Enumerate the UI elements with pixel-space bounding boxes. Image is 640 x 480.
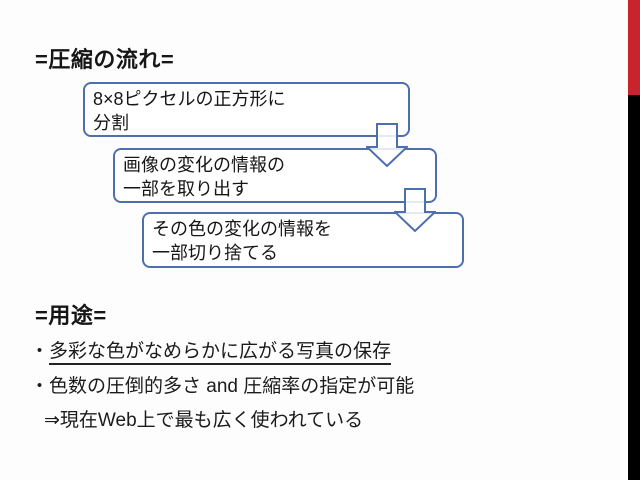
flow-box-split: 8×8ピクセルの正方形に 分割	[83, 82, 410, 137]
usage-section-title: =用途=	[35, 303, 107, 328]
down-arrow-icon	[394, 188, 436, 232]
flow-box-extract-line2: 一部を取り出す	[123, 179, 249, 199]
flow-box-discard-line2: 一部切り捨てる	[152, 243, 278, 263]
bullet-text: 多彩な色がなめらかに広がる写真の保存	[49, 341, 392, 365]
flow-box-split-line2: 分割	[93, 113, 129, 133]
right-accent-bar-red	[628, 0, 640, 95]
slide-title: =圧縮の流れ=	[35, 47, 175, 72]
bullet-text: 現在Web上で最も広く使われている	[59, 410, 364, 431]
flow-box-split-line1: 8×8ピクセルの正方形に	[93, 89, 286, 109]
down-arrow-icon	[366, 123, 408, 167]
right-accent-bar-black	[628, 0, 640, 480]
flow-box-discard-line1: その色の変化の情報を	[152, 219, 332, 239]
flow-box-extract-line1: 画像の変化の情報の	[123, 155, 285, 175]
bullet-marker: ・	[30, 376, 50, 397]
arrow-marker: ⇒	[44, 410, 60, 431]
usage-bullet-photo: ・多彩な色がなめらかに広がる写真の保存	[30, 336, 392, 365]
usage-bullet-web: ⇒現在Web上で最も広く使われている	[44, 405, 363, 432]
bullet-text: 色数の圧倒的多さ and 圧縮率の指定が可能	[49, 376, 415, 397]
usage-bullet-colors: ・色数の圧倒的多さ and 圧縮率の指定が可能	[30, 371, 414, 398]
bullet-marker: ・	[30, 341, 50, 362]
